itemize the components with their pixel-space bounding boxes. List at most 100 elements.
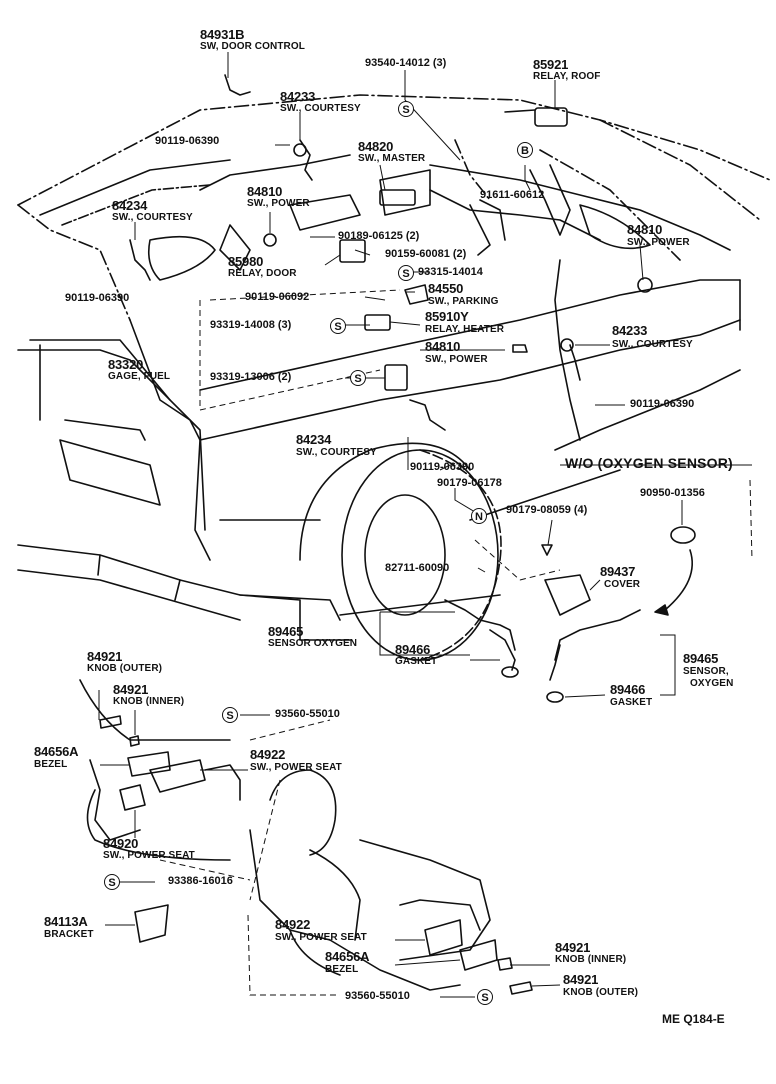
rear-window-inner — [61, 184, 211, 226]
bezel-top-shape — [127, 751, 171, 777]
wire-seat-top — [204, 764, 241, 801]
bumper — [17, 544, 341, 621]
part-number-85980: 85980 — [228, 254, 264, 269]
tire-dash — [419, 449, 502, 661]
bezel-bottom-shape — [459, 939, 498, 971]
part-number-84234-bottom: 84234 — [296, 432, 332, 447]
part-number-84921-outer-top: 84921 — [87, 649, 123, 664]
part-number-93540: 93540-14012 (3) — [365, 57, 447, 69]
door-front-edge — [554, 259, 581, 441]
arrow-curve — [664, 549, 694, 611]
desc-knob-outer-top: KNOB (OUTER) — [87, 663, 163, 674]
windshield-line — [539, 149, 681, 261]
part-number-93319-b: 93319-13006 (2) — [210, 371, 292, 383]
desc-sw-parking: SW., PARKING — [428, 296, 499, 307]
roof-outline — [17, 94, 771, 206]
power-switch-right-body — [637, 277, 653, 293]
part-number-84921-inner-top: 84921 — [113, 682, 149, 697]
symbol-s: S — [350, 370, 366, 386]
knob-outer-top-shape — [99, 715, 122, 729]
door-bottom — [554, 369, 741, 451]
steering-column — [469, 199, 506, 256]
part-number-90179-a: 90179-06178 — [437, 477, 502, 489]
wire-courtesy-bottom — [409, 399, 446, 431]
body-side-rocker — [199, 319, 741, 441]
glovebox — [579, 204, 651, 250]
knob-inner-shape — [497, 957, 513, 971]
part-number-90179-b: 90179-08059 (4) — [506, 504, 588, 516]
master-switch-body — [379, 189, 416, 206]
part-number-84921-inner-bottom: 84921 — [555, 940, 591, 955]
desc-sw-power-mid: SW., POWER — [425, 354, 488, 365]
part-number-84810-mid: 84810 — [425, 339, 461, 354]
desc-gasket-right: GASKET — [610, 697, 653, 708]
wheel-arch — [299, 442, 471, 561]
symbol-s: S — [398, 101, 414, 117]
oxygen-sensor-right — [549, 644, 561, 681]
desc-gage-fuel: GAGE, FUEL — [108, 371, 171, 382]
part-number-84931b: 84931B — [200, 27, 245, 42]
bracket-shape — [134, 904, 169, 943]
desc-bezel-bottom: BEZEL — [325, 964, 359, 975]
part-number-89466-right: 89466 — [610, 682, 646, 697]
pillar-line — [454, 139, 491, 201]
part-number-93386: 93386-16016 — [168, 875, 233, 887]
part-number-84656a-top: 84656A — [34, 744, 79, 759]
part-number-85921: 85921 — [533, 57, 569, 72]
tire-inner — [364, 494, 446, 616]
desc-sw-master: SW., MASTER — [358, 153, 426, 164]
seat-right-side — [249, 829, 331, 941]
desc-knob-inner-top: KNOB (INNER) — [113, 696, 185, 707]
part-number-84921-outer-bottom: 84921 — [563, 972, 599, 987]
seat-right-base — [329, 939, 461, 991]
wire-courtesy-right — [569, 344, 581, 381]
wire-oxygen-right — [554, 609, 641, 661]
part-number-82711: 82711-60090 — [385, 562, 450, 574]
desc-sw-courtesy-right: SW., COURTESY — [612, 339, 693, 350]
courtesy-switch-right — [560, 338, 574, 352]
part-number-90950: 90950-01356 — [640, 487, 705, 499]
roof-rear-edge — [17, 204, 131, 321]
inner-door-frame — [199, 154, 351, 191]
desc-sensor-oxygen-left: SENSOR OXYGEN — [268, 638, 358, 649]
door-trim-left — [219, 224, 251, 271]
wire-door-control — [224, 74, 251, 96]
desc-knob-outer-bottom: KNOB (OUTER) — [563, 987, 639, 998]
tail-lamp-2 — [64, 419, 146, 441]
heater-relay-body — [364, 314, 391, 331]
bumper-end — [97, 554, 181, 601]
plug-90950-shape — [670, 526, 696, 544]
desc-relay-roof: RELAY, ROOF — [533, 71, 601, 82]
oxygen-sensor-left — [489, 629, 516, 671]
arrow-head — [654, 604, 669, 616]
seat-right-inner — [309, 849, 361, 941]
part-number-84810-left: 84810 — [247, 184, 283, 199]
seat-right-back — [269, 769, 337, 856]
symbol-n: N — [471, 508, 487, 524]
rear-quarter — [129, 319, 211, 561]
fuel-gage-body — [384, 364, 408, 391]
symbol-s: S — [104, 874, 120, 890]
desc-cover: COVER — [604, 579, 641, 590]
wire-courtesy-top — [299, 139, 313, 181]
knob-inner-top-shape — [129, 735, 140, 747]
seat-right-cushion — [359, 839, 491, 961]
door-relay-body — [339, 239, 366, 263]
desc-knob-inner-bottom: KNOB (INNER) — [555, 954, 627, 965]
rocker-lower — [469, 469, 621, 521]
desc-sensor-oxygen-right-1: SENSOR, — [683, 666, 729, 677]
part-number-84233: 84233 — [280, 89, 316, 104]
desc-sw-power-left: SW., POWER — [247, 198, 310, 209]
part-number-90159: 90159-60081 (2) — [385, 248, 467, 260]
desc-gasket-left: GASKET — [395, 656, 438, 667]
part-number-90119-e: 90119-06390 — [410, 461, 475, 473]
part-number-84810-right: 84810 — [627, 222, 663, 237]
part-number-84113a: 84113A — [44, 914, 88, 929]
part-number-84233-right: 84233 — [612, 323, 648, 338]
parking-switch — [404, 284, 429, 305]
rear-window — [39, 159, 231, 216]
desc-sw-power-right: SW., POWER — [627, 237, 690, 248]
part-number-85910y: 85910Y — [425, 309, 469, 324]
